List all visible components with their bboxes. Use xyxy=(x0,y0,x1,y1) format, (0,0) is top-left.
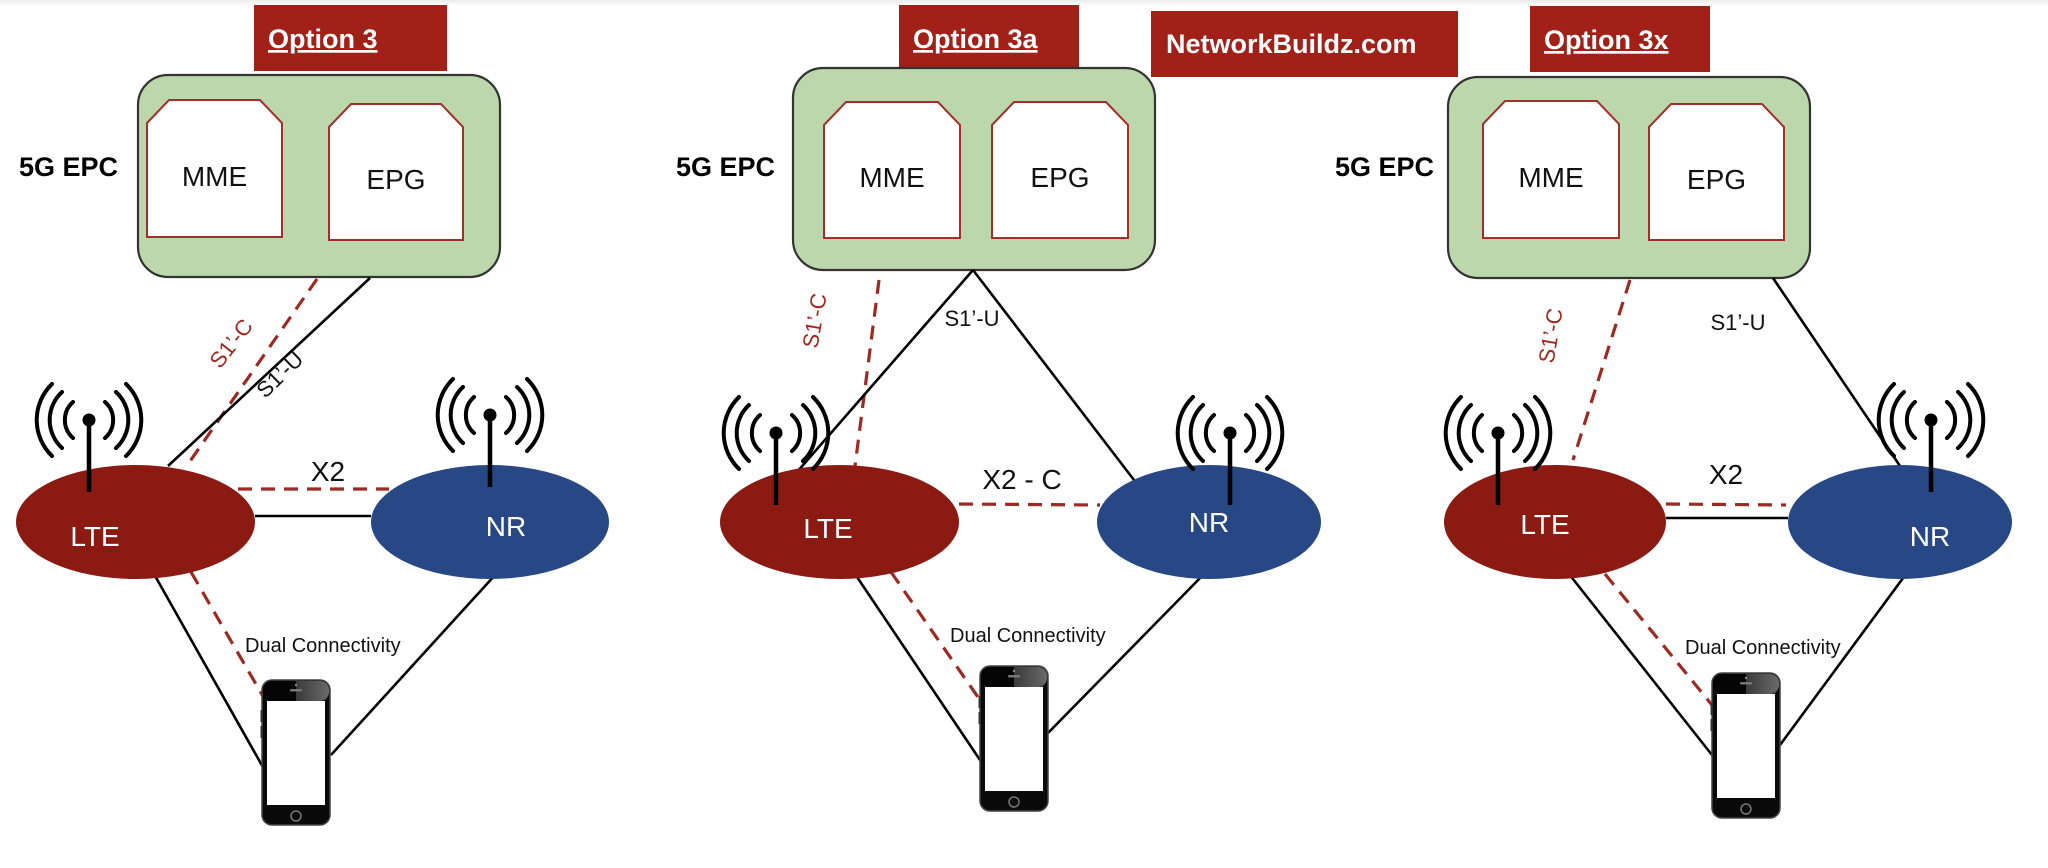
option-title-box: Option 3 xyxy=(254,5,447,71)
s1c-link xyxy=(1571,279,1632,461)
option-3a-diagram: Option 3a 5G EPC MME EPG S1’-C S1’-U X2 … xyxy=(676,5,1321,812)
epg-function: EPG xyxy=(328,103,464,241)
epg-label: EPG xyxy=(366,164,425,195)
x2-label: X2 xyxy=(311,456,345,487)
lte-label: LTE xyxy=(803,513,852,544)
brand-banner: NetworkBuildz.com xyxy=(1151,11,1458,77)
core-label: 5G EPC xyxy=(1335,152,1434,182)
lte-ue-link xyxy=(853,573,982,761)
lte-ue-control-link xyxy=(1603,572,1714,707)
option-title: Option 3 xyxy=(268,24,378,54)
s1c-label: S1’-C xyxy=(1534,306,1568,365)
option-title-box: Option 3a xyxy=(899,5,1079,71)
x2-control-link xyxy=(958,502,1101,507)
x2-label: X2 xyxy=(1709,459,1743,490)
s1u-label: S1’-U xyxy=(944,306,999,331)
core-label: 5G EPC xyxy=(676,152,775,182)
nr-ue-link xyxy=(330,573,497,756)
option-title-box: Option 3x xyxy=(1530,6,1710,72)
nr-gnb-node xyxy=(371,465,609,579)
mme-label: MME xyxy=(182,161,247,192)
dual-connectivity-label: Dual Connectivity xyxy=(1685,637,1841,659)
s1c-label: S1’-C xyxy=(204,314,258,373)
mme-function: MME xyxy=(1482,100,1620,239)
epg-function: EPG xyxy=(991,101,1129,239)
x2-label: X2 - C xyxy=(982,464,1061,495)
lte-ue-link xyxy=(1567,573,1714,756)
top-edge-shadow xyxy=(0,0,2048,6)
x2-control-link xyxy=(1665,502,1787,507)
mme-function: MME xyxy=(146,99,283,238)
s1c-label: S1’-C xyxy=(798,291,832,350)
mme-label: MME xyxy=(859,162,924,193)
nr-ue-link xyxy=(1778,573,1908,746)
nr-label: NR xyxy=(486,511,526,542)
option-3-diagram: Option 3 5G EPC MME EPG S1’-C S1’-U X2 L… xyxy=(16,5,609,826)
epg-function: EPG xyxy=(1648,103,1785,241)
s1c-link xyxy=(184,278,319,468)
s1u-link xyxy=(167,277,371,467)
option-title: Option 3x xyxy=(1544,25,1669,55)
smartphone-icon xyxy=(1709,672,1781,819)
lte-enb-node xyxy=(16,465,255,579)
mme-function: MME xyxy=(823,101,961,239)
dual-connectivity-label: Dual Connectivity xyxy=(950,625,1106,647)
option-3x-diagram: Option 3x 5G EPC MME EPG S1’-C S1’-U X2 … xyxy=(1335,6,2012,819)
s1u-label: S1’-U xyxy=(251,347,308,403)
nr-gnb-node xyxy=(1097,465,1321,579)
epg-label: EPG xyxy=(1030,162,1089,193)
core-label: 5G EPC xyxy=(19,152,118,182)
lte-ue-control-link xyxy=(189,571,266,699)
lte-enb-node xyxy=(720,465,959,579)
s1c-link xyxy=(853,279,881,467)
nr-label: NR xyxy=(1189,507,1229,538)
epg-label: EPG xyxy=(1687,164,1746,195)
lte-label: LTE xyxy=(70,521,119,552)
nr-label: NR xyxy=(1910,521,1950,552)
brand-label: NetworkBuildz.com xyxy=(1166,29,1417,59)
lte-ue-control-link xyxy=(889,571,982,701)
nr-gnb-node xyxy=(1788,465,2012,579)
smartphone-icon xyxy=(259,679,331,826)
nr-ue-link xyxy=(1047,573,1205,734)
lte-label: LTE xyxy=(1520,509,1569,540)
dual-connectivity-label: Dual Connectivity xyxy=(245,635,401,657)
s1u-label: S1’-U xyxy=(1710,310,1765,335)
s1u-link-nr xyxy=(971,269,1136,481)
lte-ue-link xyxy=(152,573,266,770)
option-title: Option 3a xyxy=(913,24,1038,54)
smartphone-icon xyxy=(977,665,1049,812)
mme-label: MME xyxy=(1518,162,1583,193)
